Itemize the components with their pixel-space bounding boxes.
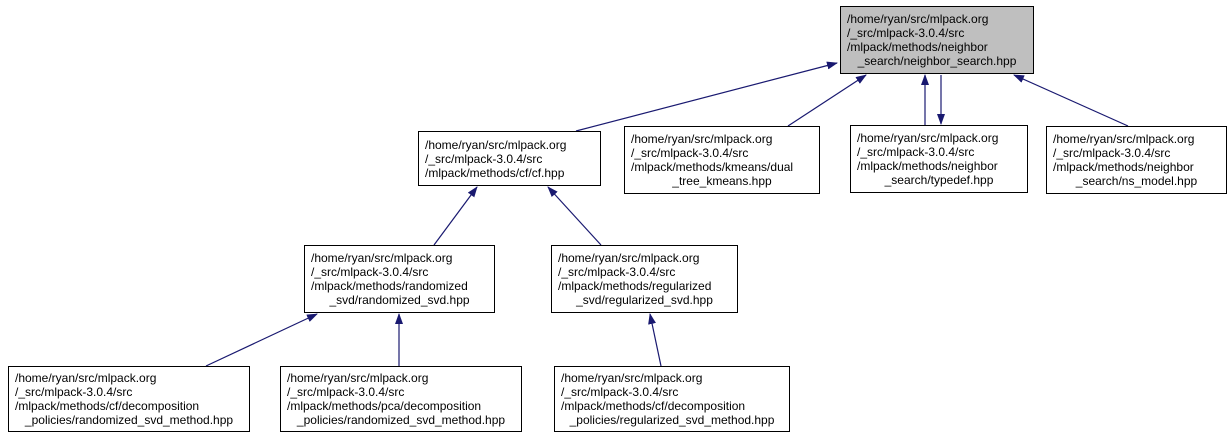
graph-node-label-line: _policies/regularized_svd_method.hpp [569,413,775,427]
graph-node-randomized-svd-hpp[interactable]: /home/ryan/src/mlpack.org/_src/mlpack-3.… [304,245,495,313]
graph-node-label-line: _policies/randomized_svd_method.hpp [24,413,234,427]
graph-node-label-line: /home/ryan/src/mlpack.org [15,371,157,385]
graph-node-label-line: /home/ryan/src/mlpack.org [847,12,989,26]
graph-edge-cf-regularized-svd-method-hpp-to-regularized-svd-hpp [648,313,662,367]
graph-node-label-line: /mlpack/methods/neighbor [847,40,988,54]
graph-edge-ns-model-hpp-to-neighbor-search-hpp [1013,74,1129,127]
graph-node-label-line: /mlpack/methods/cf/decomposition [15,399,200,413]
graph-node-label-line: /_src/mlpack-3.0.4/src [1053,146,1171,160]
graph-node-label-line: /home/ryan/src/mlpack.org [1053,132,1195,146]
graph-node-label-line: /home/ryan/src/mlpack.org [287,371,429,385]
graph-node-cf-hpp[interactable]: /home/ryan/src/mlpack.org/_src/mlpack-3.… [418,131,601,186]
graph-node-label-line: _svd/randomized_svd.hpp [329,293,470,307]
graph-node-label-line: /_src/mlpack-3.0.4/src [15,385,133,399]
graph-node-label-line: _svd/regularized_svd.hpp [576,293,713,307]
graph-node-label-line: /_src/mlpack-3.0.4/src [311,265,429,279]
graph-node-label-line: /home/ryan/src/mlpack.org [631,132,773,146]
graph-node-label-line: /mlpack/methods/neighbor [857,159,998,173]
graph-node-ns-model-hpp[interactable]: /home/ryan/src/mlpack.org/_src/mlpack-3.… [1046,126,1227,194]
graph-node-label-line: /mlpack/methods/regularized [558,279,712,293]
graph-edge-cf-randomized-svd-method-hpp-to-randomized-svd-hpp [205,313,318,367]
graph-node-label-line: /mlpack/methods/neighbor [1053,160,1194,174]
graph-node-regularized-svd-hpp[interactable]: /home/ryan/src/mlpack.org/_src/mlpack-3.… [551,245,738,313]
graph-edge-randomized-svd-hpp-to-cf-hpp [433,186,478,246]
graph-node-label-line: _policies/randomized_svd_method.hpp [296,413,506,427]
graph-node-label-line: /mlpack/methods/kmeans/dual [631,160,794,174]
graph-node-dual-tree-kmeans-hpp[interactable]: /home/ryan/src/mlpack.org/_src/mlpack-3.… [624,126,820,194]
graph-edge-cf-hpp-to-neighbor-search-hpp [575,61,838,132]
graph-node-label-line: /_src/mlpack-3.0.4/src [561,385,679,399]
graph-node-label-line: /home/ryan/src/mlpack.org [857,131,999,145]
graph-edge-dual-tree-kmeans-hpp-to-neighbor-search-hpp [787,74,867,127]
graph-edge-regularized-svd-hpp-to-cf-hpp [547,186,602,246]
graph-node-label-line: _tree_kmeans.hpp [672,174,772,188]
graph-node-label-line: /_src/mlpack-3.0.4/src [425,151,543,166]
graph-node-cf-regularized-svd-method-hpp[interactable]: /home/ryan/src/mlpack.org/_src/mlpack-3.… [554,366,790,432]
graph-node-label-line: _search/neighbor_search.hpp [857,54,1017,68]
graph-node-label-line: /mlpack/methods/pca/decomposition [287,399,482,413]
graph-node-label-line: /home/ryan/src/mlpack.org [561,371,703,385]
graph-node-label-line: /home/ryan/src/mlpack.org [311,251,453,265]
graph-node-label-line: _search/ns_model.hpp [1075,174,1198,188]
graph-node-label-line: _search/typedef.hpp [884,173,994,187]
graph-node-typedef-hpp[interactable]: /home/ryan/src/mlpack.org/_src/mlpack-3.… [850,125,1028,193]
graph-node-cf-randomized-svd-method-hpp[interactable]: /home/ryan/src/mlpack.org/_src/mlpack-3.… [8,366,250,432]
graph-node-pca-randomized-svd-method-hpp[interactable]: /home/ryan/src/mlpack.org/_src/mlpack-3.… [280,366,522,432]
graph-node-label-line: /_src/mlpack-3.0.4/src [847,26,965,40]
graph-node-label-line: /mlpack/methods/cf/cf.hpp [425,165,565,180]
graph-node-label-line: /home/ryan/src/mlpack.org [558,251,700,265]
graph-node-label-line: /home/ryan/src/mlpack.org [425,137,567,152]
graph-node-label-line: /mlpack/methods/cf/decomposition [561,399,746,413]
graph-node-neighbor-search-hpp: /home/ryan/src/mlpack.org/_src/mlpack-3.… [840,6,1034,74]
graph-node-label-line: /mlpack/methods/randomized [311,279,468,293]
graph-node-label-line: /_src/mlpack-3.0.4/src [558,265,676,279]
graph-node-label-line: /_src/mlpack-3.0.4/src [287,385,405,399]
graph-node-label-line: /_src/mlpack-3.0.4/src [631,146,749,160]
graph-node-label-line: /_src/mlpack-3.0.4/src [857,145,975,159]
